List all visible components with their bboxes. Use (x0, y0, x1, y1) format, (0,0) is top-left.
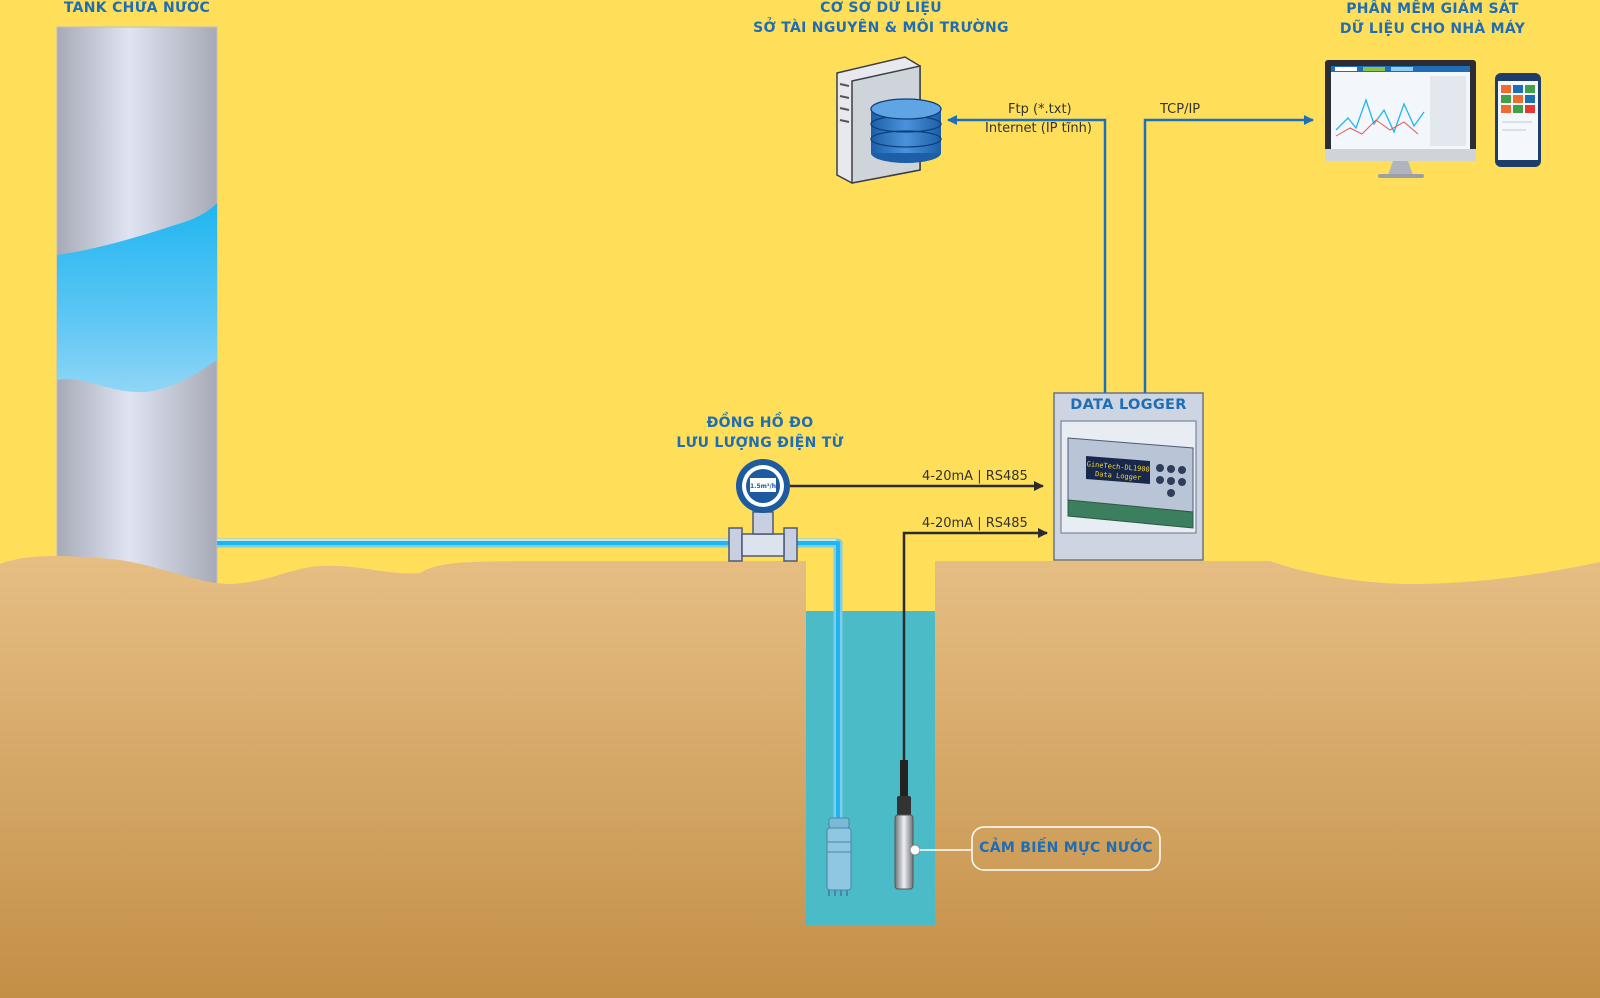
submersible-pump (826, 817, 852, 896)
well-water (806, 611, 935, 925)
electromagnetic-flowmeter: 1.5m³/h (728, 459, 798, 562)
smartphone-icon (1495, 73, 1541, 167)
internet-label: Internet (IP tĩnh) (985, 121, 1092, 136)
tank-label: TANK CHỨA NƯỚC (63, 0, 211, 16)
level-sensor (894, 531, 1043, 890)
database-server-icon (836, 56, 942, 184)
tcpip-line (1143, 115, 1314, 393)
level-sensor-label-box (971, 826, 1161, 871)
tank-water-level (57, 203, 217, 393)
monitor-icon (1325, 60, 1476, 178)
flowmeter-signal-label: 4-20mA | RS485 (922, 469, 1028, 484)
ground (0, 556, 1600, 998)
ftp-label: Ftp (*.txt) (1008, 102, 1072, 117)
flowmeter-label-line1: ĐỒNG HỒ ĐO (706, 415, 814, 431)
tcpip-label: TCP/IP (1160, 102, 1201, 117)
ftp-internet-line (947, 115, 1107, 393)
flowmeter-display: 1.5m³/h (750, 483, 776, 490)
flowmeter-label-line2: LƯU LƯỢNG ĐIỆN TỪ (676, 435, 844, 451)
database-label-line1: CƠ SỞ DỮ LIỆU (820, 0, 942, 16)
software-label-line1: PHẦN MỀM GIÁM SÁT (1346, 1, 1519, 17)
level-signal-label: 4-20mA | RS485 (922, 516, 1028, 531)
water-tank (56, 26, 218, 591)
data-logger-label: DATA LOGGER (1070, 397, 1187, 413)
data-logger: GineTech-DL1900 Data Logger (1053, 392, 1204, 561)
software-label-line2: DỮ LIỆU CHO NHÀ MÁY (1339, 21, 1526, 37)
level-sensor-label: CẢM BIẾN MỰC NƯỚC (979, 840, 1153, 856)
database-label-line2: SỞ TÀI NGUYÊN & MÔI TRƯỜNG (753, 20, 1009, 36)
logger-device: GineTech-DL1900 Data Logger (1067, 437, 1194, 529)
database-icon (870, 98, 942, 163)
